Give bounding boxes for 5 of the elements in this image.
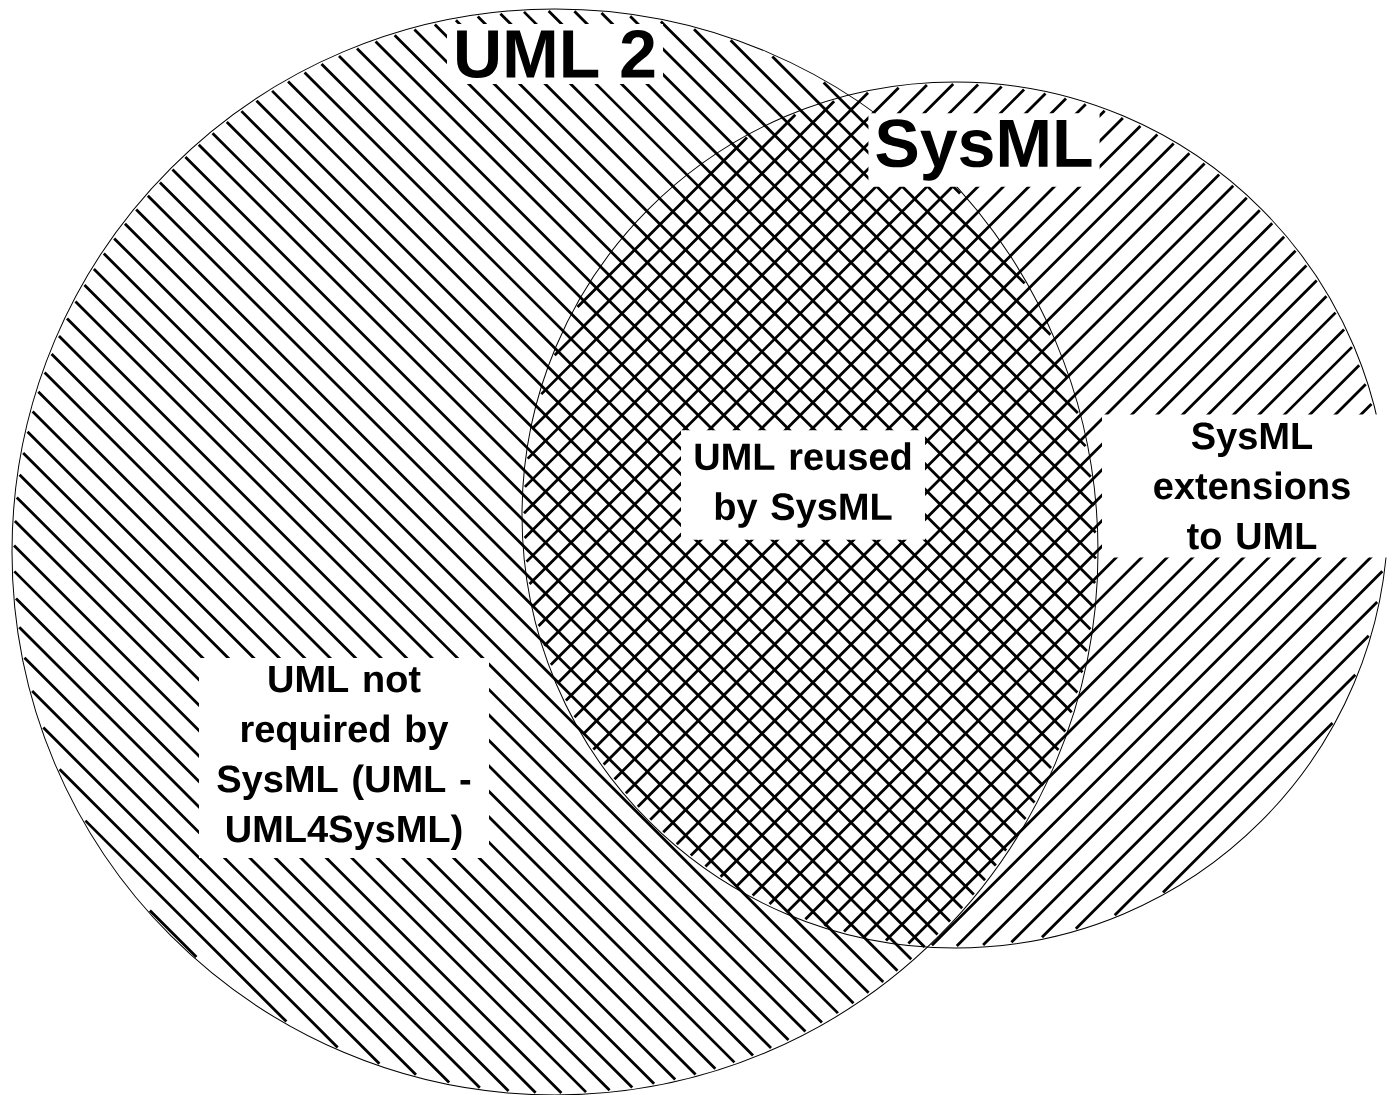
region-label: UML not required by SysML (UML - UML4SysML) bbox=[199, 658, 489, 858]
region-label: SysML extensions to UML bbox=[1102, 414, 1397, 558]
region-label: UML reused by SysML bbox=[681, 430, 925, 540]
set-title: UML 2 bbox=[447, 23, 663, 85]
set-title: SysML bbox=[868, 113, 1100, 187]
